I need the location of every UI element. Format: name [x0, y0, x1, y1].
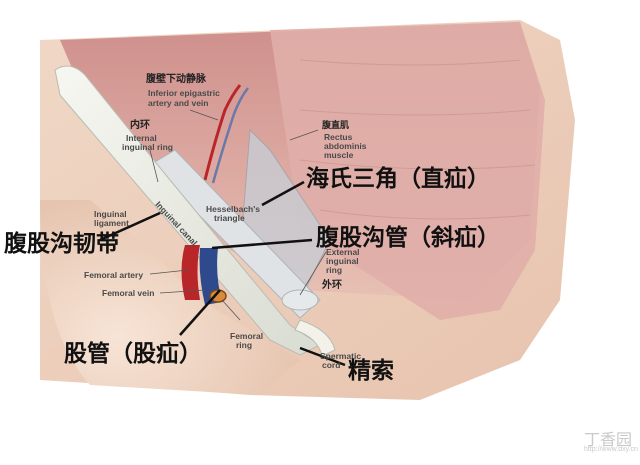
- label-hesselbach-zh: 海氏三角（直疝）: [306, 166, 490, 192]
- leader-inf-epi: [189, 109, 219, 121]
- label-inguinal-lig-en-1: Inguinal: [94, 209, 127, 219]
- label-fem-vein-en: Femoral vein: [102, 288, 155, 298]
- thigh: [40, 200, 300, 395]
- label-hesselbach-en-2: triangle: [214, 213, 245, 223]
- rectus-abdominis: [270, 22, 545, 320]
- inguinal-canal: [149, 149, 321, 319]
- label-rectus-en-2: abdominis: [324, 141, 367, 151]
- leader-fem-ring: [221, 299, 241, 321]
- pointer-femoral: [179, 289, 221, 336]
- watermark-sub: http://www.dxy.cn: [584, 446, 638, 453]
- label-canal-zh: 腹股沟管（斜疝）: [316, 225, 500, 251]
- inferior-epigastric-artery: [203, 84, 242, 181]
- external-ring: [281, 289, 319, 311]
- pointer-inguinal-ligament: [99, 211, 161, 242]
- pointer-hesselbach: [261, 180, 305, 207]
- inguinal-ligament: [54, 65, 321, 356]
- leader-rectus: [289, 129, 319, 141]
- label-deep-ring-en-1: Internal: [126, 133, 157, 143]
- pointer-canal: [211, 238, 313, 250]
- label-spermatic-en-1: Spermatic: [320, 351, 362, 361]
- leader-internal-ring: [149, 149, 159, 183]
- label-rectus-en-3: muscle: [324, 150, 354, 160]
- label-inf-epi-en-2: artery and vein: [148, 98, 209, 108]
- watermark-brand: 丁香园: [584, 432, 633, 449]
- label-ext-ring-en-3: ring: [326, 265, 343, 275]
- label-inguinal-lig-en-2: ligament: [94, 218, 129, 228]
- label-fem-canal-zh: 股管（股疝）: [64, 341, 202, 367]
- label-ext-ring-en-1: External: [326, 247, 360, 257]
- leader-ext-ring: [299, 251, 327, 296]
- label-inguinal-lig-zh: 腹股沟韧带: [4, 231, 119, 257]
- label-inf-epi-zh: 腹壁下动静脉: [146, 74, 206, 85]
- label-deep-ring-en-2: inguinal ring: [122, 142, 173, 152]
- femoral-artery: [181, 245, 200, 300]
- label-deep-ring-zh: 内环: [130, 120, 150, 131]
- inferior-epigastric-vein: [211, 87, 249, 184]
- label-inf-epi-en-1: Inferior epigastric: [148, 88, 220, 98]
- label-hesselbach-en-1: Hesselbach's: [206, 204, 260, 214]
- label-spermatic-en-2: cord: [322, 360, 341, 370]
- pointer-spermatic: [299, 346, 346, 367]
- leader-fem-vein: [159, 289, 206, 294]
- label-ext-ring-zh: 外环: [322, 280, 342, 291]
- label-rectus-en-1: Rectus: [324, 132, 353, 142]
- leader-fem-artery: [149, 269, 189, 275]
- label-fem-ring-en-1: Femoral: [230, 331, 264, 341]
- label-fem-artery-en: Femoral artery: [84, 270, 144, 280]
- label-rectus-zh: 腹直肌: [322, 120, 350, 130]
- label-spermatic-zh: 精索: [348, 358, 394, 384]
- label-ext-ring-en-2: inguinal: [326, 256, 359, 266]
- femoral-ring: [209, 289, 227, 303]
- label-fem-ring-en-2: ring: [236, 340, 253, 350]
